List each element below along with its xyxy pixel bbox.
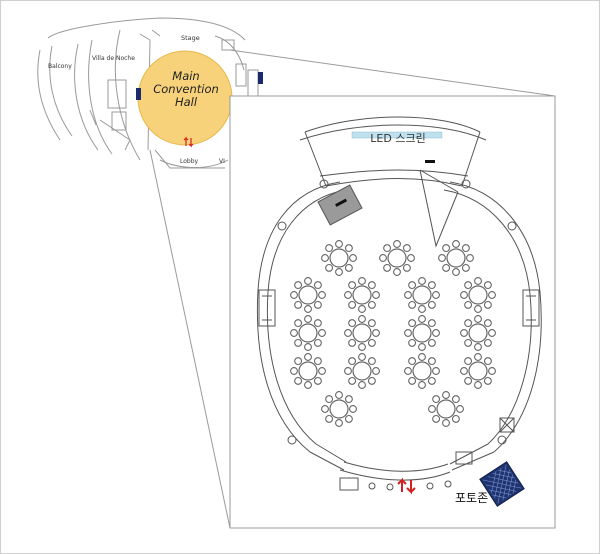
label-vip: VI — [219, 158, 225, 165]
side-door-right — [522, 289, 540, 327]
round-table-icon — [290, 353, 326, 389]
round-table-icon — [290, 277, 326, 313]
hall-detail-plan — [256, 116, 542, 491]
zoom-projection — [149, 49, 556, 529]
round-table-icon — [321, 240, 357, 276]
entrance-arrow-icon — [397, 477, 416, 495]
round-table-icon — [438, 240, 474, 276]
round-tables — [290, 240, 496, 427]
round-table-icon — [460, 353, 496, 389]
round-table-icon — [460, 277, 496, 313]
round-table-icon — [404, 353, 440, 389]
building-outline — [47, 17, 246, 41]
svg-text:Hall: Hall — [175, 95, 198, 109]
entrance-arrow-icon — [183, 136, 194, 148]
svg-text:Convention: Convention — [153, 82, 219, 96]
side-door-left — [258, 289, 276, 327]
round-table-icon — [404, 277, 440, 313]
outer-wall-right — [449, 181, 542, 453]
outer-wall-left — [256, 181, 341, 453]
label-balcony: Balcony — [48, 63, 72, 70]
stage-wall — [304, 116, 481, 133]
round-table-icon — [379, 240, 415, 276]
round-table-icon — [321, 391, 357, 427]
bottom-wall — [339, 469, 451, 481]
round-table-icon — [460, 315, 496, 351]
equipment-box — [317, 184, 363, 226]
label-lobby: Lobby — [180, 158, 199, 165]
overview-door-marker — [136, 88, 141, 100]
photo-zone-icon — [479, 461, 525, 507]
label-villa: Villa de Noche — [92, 55, 135, 62]
round-table-icon — [344, 315, 380, 351]
detail-panel — [229, 95, 556, 529]
round-table-icon — [344, 277, 380, 313]
label-stage: Stage — [181, 34, 200, 42]
led-screen-label: LED 스크린 — [370, 132, 425, 145]
hall-title: Main Convention Hall — [153, 69, 219, 109]
photo-zone-label: 포토존 — [455, 491, 488, 505]
round-table-icon — [428, 391, 464, 427]
round-table-icon — [344, 353, 380, 389]
round-table-icon — [404, 315, 440, 351]
led-screen-icon — [351, 131, 443, 163]
round-table-icon — [290, 315, 326, 351]
svg-text:Main: Main — [172, 69, 199, 83]
